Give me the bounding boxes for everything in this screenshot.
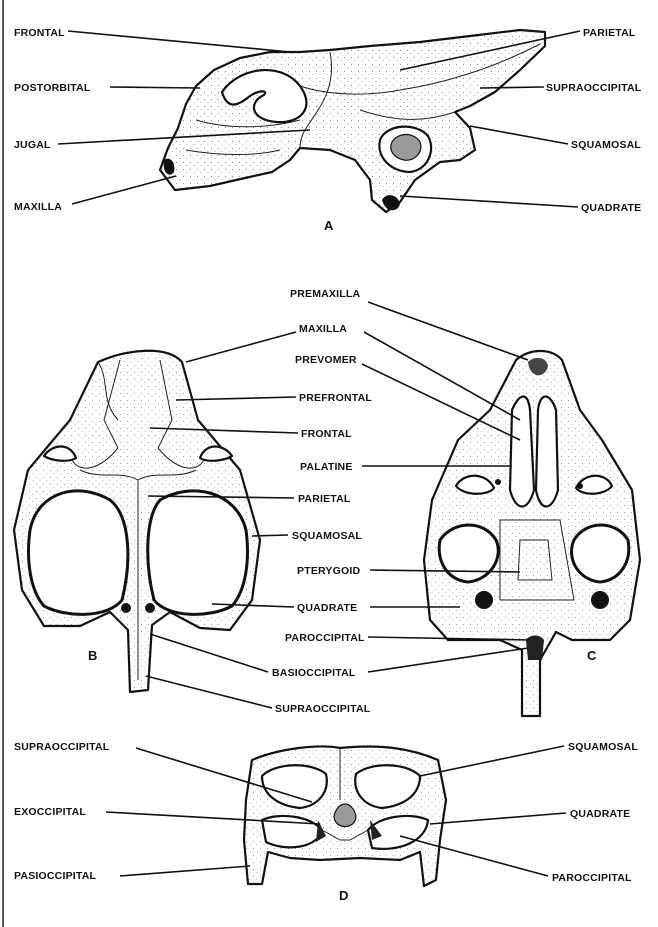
leader-premaxilla: [368, 302, 528, 360]
leader-quadrate-a: [400, 196, 578, 207]
figure-letter-a: A: [324, 218, 334, 233]
label-frontal: Frontal: [301, 428, 352, 440]
label-quadrate: Quadrate: [297, 602, 357, 614]
leader-supraoccipital-a: [480, 87, 544, 88]
figure-b-skull-dorsal: [14, 351, 260, 692]
leader-squamosal-d: [420, 746, 564, 776]
label-parietal: Parietal: [298, 493, 351, 505]
figure-a-skull-lateral: [160, 30, 545, 212]
label-exoccipital-d: Exoccipital: [14, 806, 86, 818]
figure-d-skull-posterior: [244, 747, 446, 887]
label-maxilla: Maxilla: [299, 323, 347, 335]
label-palatine: Palatine: [300, 461, 353, 473]
leader-basioccipital-c: [368, 648, 528, 672]
label-quadrate-d: Quadrate: [570, 808, 630, 820]
leader-prefrontal: [176, 397, 296, 400]
figure-letter-d: D: [339, 888, 348, 903]
label-prefrontal: Prefrontal: [299, 392, 372, 404]
label-paroccipital: Paroccipital: [285, 632, 365, 644]
leader-maxilla-a: [72, 176, 176, 204]
label-squamosal-a: Squamosal: [571, 139, 641, 151]
label-squamosal: Squamosal: [292, 530, 362, 542]
leader-squamosal-b: [252, 535, 288, 536]
label-squamosal-d: Squamosal: [568, 741, 638, 753]
label-parietal-a: Parietal: [583, 27, 636, 39]
figure-letter-c: C: [587, 648, 597, 663]
label-maxilla-a: Maxilla: [14, 201, 62, 213]
leader-maxilla-b: [186, 332, 296, 362]
label-supraoccipital-a: Supraoccipital: [546, 82, 642, 94]
label-pasioccipital-d: Pasioccipital: [14, 870, 97, 882]
label-postorbital-a: Postorbital: [14, 82, 91, 94]
label-quadrate-a: quadrate: [581, 202, 641, 214]
label-supraoccipital: Supraoccipital: [275, 703, 371, 715]
leader-supraoccipital-b: [146, 676, 272, 708]
leader-quadrate-d: [430, 813, 566, 824]
figure-c-skull-ventral: [424, 351, 640, 716]
label-pterygoid: Pterygoid: [297, 565, 360, 577]
leader-postorbital-a: [110, 87, 200, 88]
leader-squamosal-a: [470, 126, 568, 144]
label-prevomer: Prevomer: [295, 354, 357, 366]
leader-pasioccipital-d: [120, 866, 250, 876]
label-basioccipital: Basioccipital: [272, 667, 356, 679]
leader-basioccipital-b: [150, 634, 268, 672]
label-paroccipital-d: Paroccipital: [552, 872, 632, 884]
label-premaxilla: Premaxilla: [290, 288, 360, 300]
label-supraoccipital-d: Supraoccipital: [14, 741, 110, 753]
label-jugal-a: Jugal: [14, 139, 51, 151]
figure-letter-b: B: [88, 648, 97, 663]
label-frontal-a: Frontal: [14, 27, 65, 39]
leader-frontal-a: [68, 31, 290, 52]
